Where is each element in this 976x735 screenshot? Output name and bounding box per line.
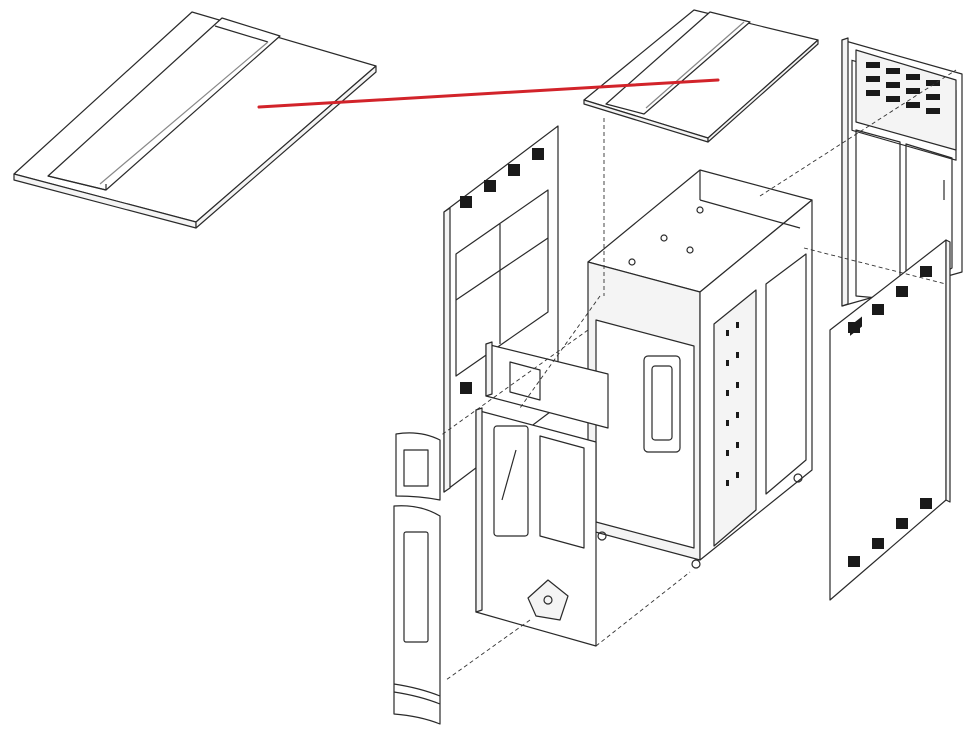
callout-line bbox=[257, 78, 720, 109]
operator-panel bbox=[485, 341, 609, 429]
side-rail bbox=[713, 289, 757, 547]
left-panel-vents bbox=[460, 148, 544, 394]
display-bezel bbox=[395, 432, 441, 501]
rear-door-vents bbox=[866, 62, 940, 114]
cabinet-frame bbox=[587, 169, 813, 569]
front-bezel-lower bbox=[393, 505, 441, 725]
top-cover-detail bbox=[13, 11, 377, 229]
right-panel-vents bbox=[848, 266, 932, 567]
rear-door bbox=[841, 37, 963, 307]
front-door bbox=[475, 407, 597, 647]
right-side-panel bbox=[829, 239, 951, 601]
assembly-guides bbox=[439, 69, 957, 681]
top-cover bbox=[583, 9, 819, 143]
